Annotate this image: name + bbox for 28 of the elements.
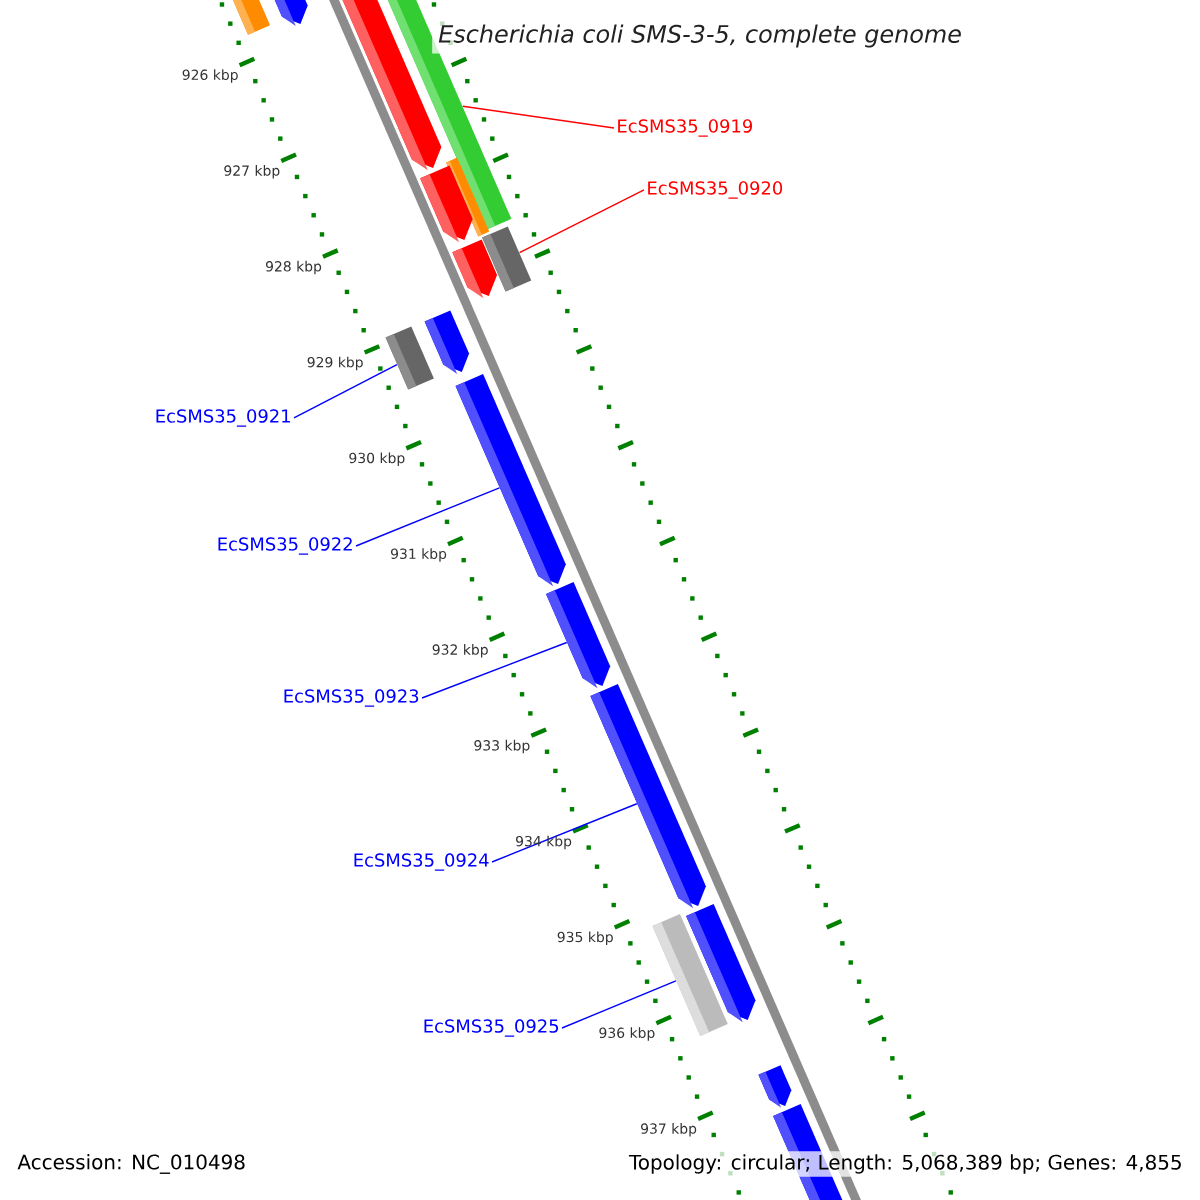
genome-title: Escherichia coli SMS-3-5, complete genome [432,18,968,54]
gene-bar [652,914,728,1036]
gene-block [452,239,498,299]
leader-line [462,105,615,129]
gene-label: EcSMS35_0921 [156,409,290,427]
gene-block [546,582,611,689]
gene-block [420,165,473,243]
gene-bar [385,326,434,390]
gene-label: EcSMS35_0924 [354,853,489,871]
leader-line [518,189,645,254]
gene-label: EcSMS35_0925 [424,1019,559,1037]
genome-info-text: Topology: circular; Length: 5,068,389 bp; Genes: 4,855 [625,1151,1186,1177]
leader-line [355,487,501,547]
leader-line [491,803,638,863]
leader-line [561,980,677,1029]
gene-label: EcSMS35_0920 [648,181,783,199]
gene-block [455,374,566,587]
gene-label: EcSMS35_0919 [618,119,752,137]
gene-label: EcSMS35_0923 [284,689,419,707]
gene-bar [228,0,271,35]
leader-line [421,641,568,699]
gene-block [270,0,308,26]
gene-block [590,684,706,909]
gene-block [758,1065,792,1108]
gene-label: EcSMS35_0922 [218,537,352,555]
accession-text: Accession: NC_010498 [14,1151,249,1177]
leader-line [293,363,398,419]
gene-block [424,310,470,374]
